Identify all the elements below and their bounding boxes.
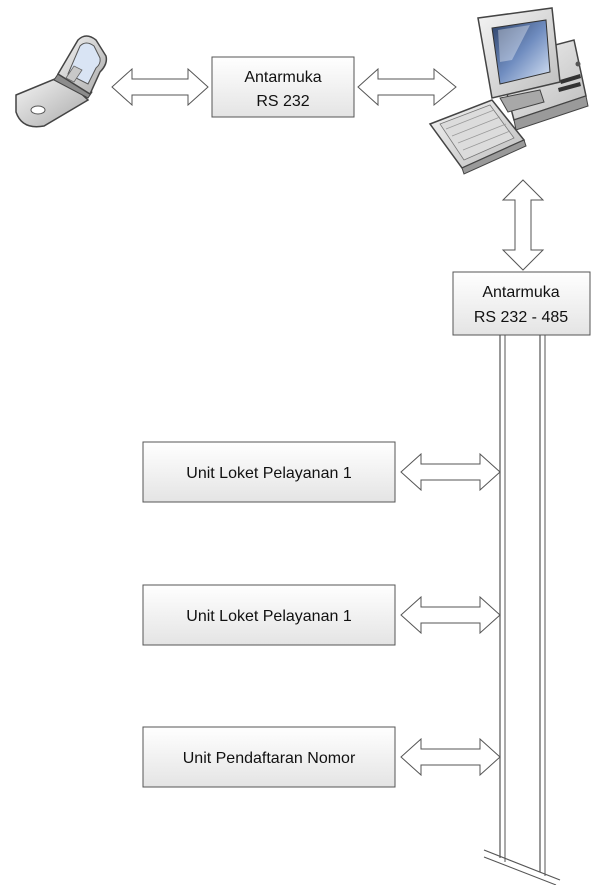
interface-rs232-485-line2: RS 232 - 485 xyxy=(474,309,568,326)
arrow-unit-bus xyxy=(400,452,501,492)
interface-rs232-485-line1: Antarmuka xyxy=(482,284,559,301)
unit-box: Unit Pendaftaran Nomor xyxy=(142,726,396,788)
interface-rs232-485-box: Antarmuka RS 232 - 485 xyxy=(452,271,591,336)
arrow-unit-bus xyxy=(400,737,501,777)
unit-label: Unit Loket Pelayanan 1 xyxy=(186,465,352,482)
mobile-phone-icon xyxy=(15,35,108,128)
interface-rs232-box: Antarmuka RS 232 xyxy=(211,56,355,118)
desktop-computer-icon xyxy=(428,7,589,175)
unit-box: Unit Loket Pelayanan 1 xyxy=(142,441,396,503)
rs485-bus xyxy=(483,335,561,886)
arrow-phone-interface xyxy=(111,67,209,107)
unit-box: Unit Loket Pelayanan 1 xyxy=(142,584,396,646)
interface-rs232-line1: Antarmuka xyxy=(244,69,321,86)
interface-rs232-line2: RS 232 xyxy=(256,93,309,110)
arrow-interface-computer xyxy=(357,67,457,107)
arrow-unit-bus xyxy=(400,595,501,635)
unit-label: Unit Pendaftaran Nomor xyxy=(183,750,356,767)
unit-label: Unit Loket Pelayanan 1 xyxy=(186,608,352,625)
arrow-computer-bus-interface xyxy=(501,179,545,271)
